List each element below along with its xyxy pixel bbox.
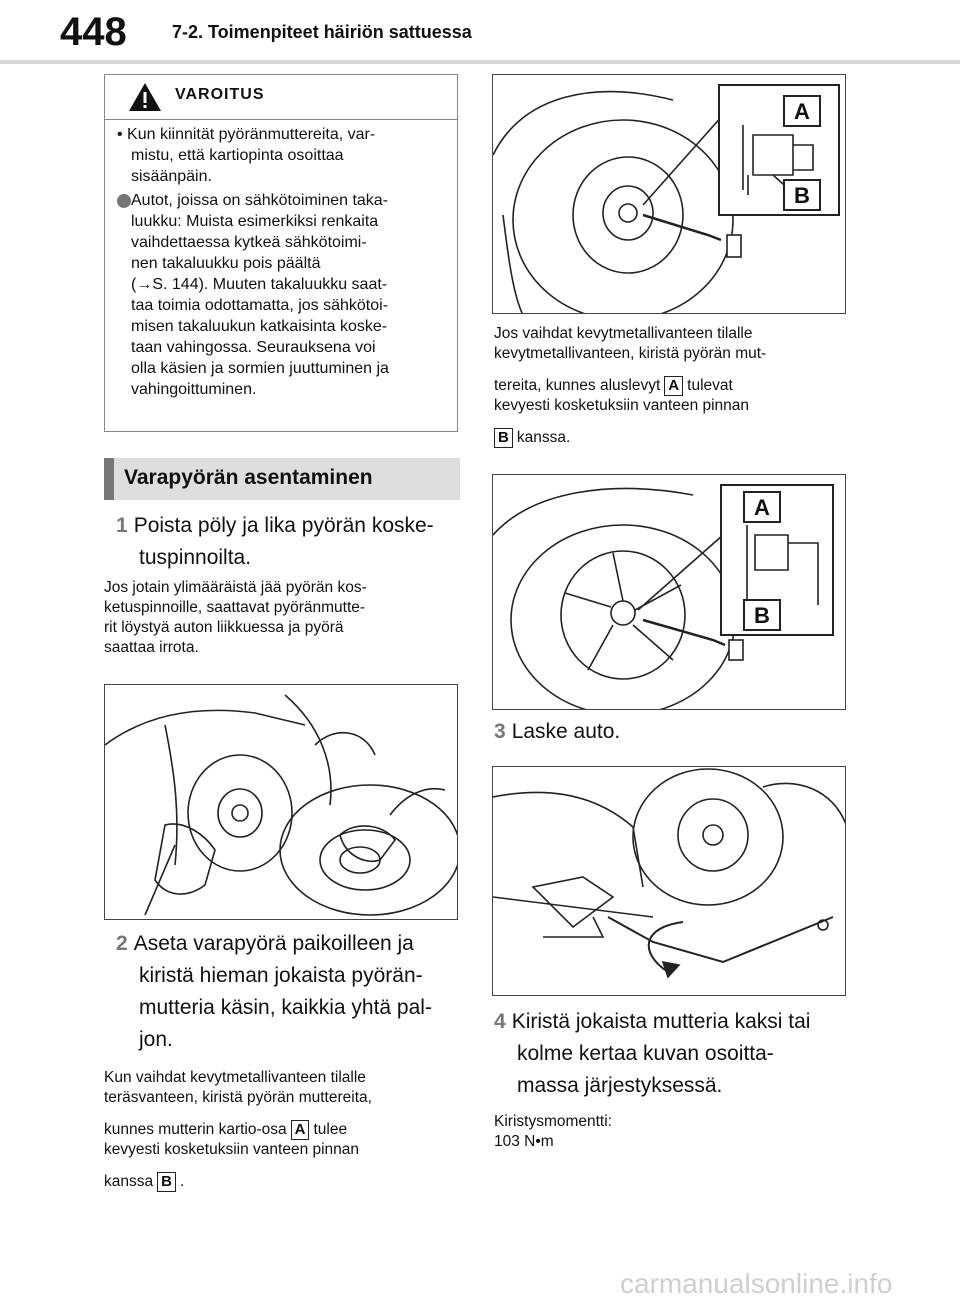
text-line: nen takaluukku pois päältä <box>131 255 321 272</box>
note-line: Jos jotain ylimääräistä jää pyörän kos- <box>104 579 367 596</box>
text-line: Autot, joissa on sähkötoiminen taka- <box>131 192 389 209</box>
text-line: mistu, että kartiopinta osoittaa <box>131 147 344 164</box>
label-b: B <box>494 428 513 449</box>
step-text: Kiristä jokaista mutteria kaksi tai <box>511 1010 811 1033</box>
alloy-note: Jos vaihdat kevytmetallivanteen tilalle … <box>494 324 854 449</box>
warning-box: VAROITUS • Kun kiinnität pyöränmuttereit… <box>104 74 458 432</box>
text-line: luukku: Muista esimerkiksi renkaita <box>131 213 379 230</box>
warning-title: VAROITUS <box>175 86 265 103</box>
step-2-note: Kun vaihdat kevytmetallivanteen tilalle … <box>104 1068 464 1193</box>
warning-bullet: • Kun kiinnität pyöränmuttereita, var-mi… <box>117 124 447 187</box>
alloy-wheel-illustration: A B <box>492 474 846 710</box>
section-title: Varapyörän asentaminen <box>124 466 373 489</box>
note-line: Jos vaihdat kevytmetallivanteen tilalle <box>494 325 753 342</box>
text-line: • Kun kiinnität pyöränmuttereita, var- <box>117 126 376 143</box>
note-line: kevyesti kosketuksiin vanteen pinnan <box>494 397 750 415</box>
jack-illustration <box>492 766 846 996</box>
warning-item: Autot, joissa on sähkötoiminen taka-luuk… <box>131 190 457 400</box>
header-rule <box>0 60 960 64</box>
note-line: kevyesti kosketuksiin vanteen pinnan <box>104 1141 360 1159</box>
text-line: taan vahingossa. Seurauksena voi <box>131 339 376 356</box>
torque-label: Kiristysmomentti: <box>494 1113 612 1130</box>
step-text: tuspinnoilta. <box>139 546 252 569</box>
text-line: (→S. 144). Muuten takaluukku saat- <box>131 276 388 293</box>
note-line: Kun vaihdat kevytmetallivanteen tilalle <box>104 1069 366 1086</box>
callout-b: B <box>783 179 821 211</box>
callout-b: B <box>743 599 781 631</box>
callout-a: A <box>743 491 781 523</box>
step-text: jon. <box>139 1028 173 1051</box>
label-a: A <box>664 376 684 396</box>
cleaning-illustration <box>104 684 458 920</box>
text-line: misen takaluukun katkaisinta koske- <box>131 318 388 335</box>
label-b: B <box>157 1172 176 1193</box>
section-heading: Varapyörän asentaminen <box>104 458 460 500</box>
steel-wheel-illustration: A B <box>492 74 846 314</box>
text-line: vahingoittuminen. <box>131 381 257 398</box>
warning-triangle-icon <box>129 83 161 111</box>
jack-drawing <box>493 768 845 979</box>
step-number: 2 <box>116 932 128 955</box>
step-text: kiristä hieman jokaista pyörän- <box>139 964 423 987</box>
watermark: carmanualsonline.info <box>620 1268 893 1299</box>
bullet-dot-icon <box>117 194 131 208</box>
note-line: rit löystyä auton liikkuessa ja pyörä <box>104 619 344 636</box>
alloy-wheel-drawing <box>493 484 834 709</box>
text-line: sisäänpäin. <box>131 168 212 185</box>
step-text: Poista pöly ja lika pyörän koske- <box>133 514 434 537</box>
step-number: 3 <box>494 720 506 743</box>
note-line: ketuspinnoille, saattavat pyöränmutte- <box>104 599 366 616</box>
step-1-note: Jos jotain ylimääräistä jää pyörän kos- … <box>104 578 464 658</box>
torque-value: 103 N•m <box>494 1133 554 1150</box>
text-line: vaihdettaessa kytkeä sähkötoimi- <box>131 234 367 251</box>
text-line: olla käsien ja sormien juuttuminen ja <box>131 360 389 377</box>
step-text: massa järjestyksessä. <box>517 1074 723 1097</box>
step-text: Aseta varapyörä paikoilleen ja <box>133 932 414 955</box>
note-line: saattaa irrota. <box>104 639 199 656</box>
torque-spec: Kiristysmomentti: 103 N•m <box>494 1112 612 1152</box>
note-line: kevytmetallivanteen, kiristä pyörän mut- <box>494 345 767 362</box>
page-number: 448 <box>60 10 127 54</box>
label-a: A <box>290 1120 310 1140</box>
step-text: kolme kertaa kuvan osoitta- <box>517 1042 774 1065</box>
warning-header: VAROITUS <box>105 75 457 120</box>
step-number: 4 <box>494 1010 506 1033</box>
text-line: taa toimia odottamatta, jos sähkötoi- <box>131 297 389 314</box>
chapter-title: 7-2. Toimenpiteet häiriön sattuessa <box>172 22 472 42</box>
step-text: Laske auto. <box>511 720 621 743</box>
cleaning-drawing <box>105 694 457 916</box>
callout-a: A <box>783 95 821 127</box>
step-number: 1 <box>116 514 128 537</box>
note-line: teräsvanteen, kiristä pyörän muttereita, <box>104 1089 372 1106</box>
step-text: mutteria käsin, kaikkia yhtä pal- <box>139 996 432 1019</box>
